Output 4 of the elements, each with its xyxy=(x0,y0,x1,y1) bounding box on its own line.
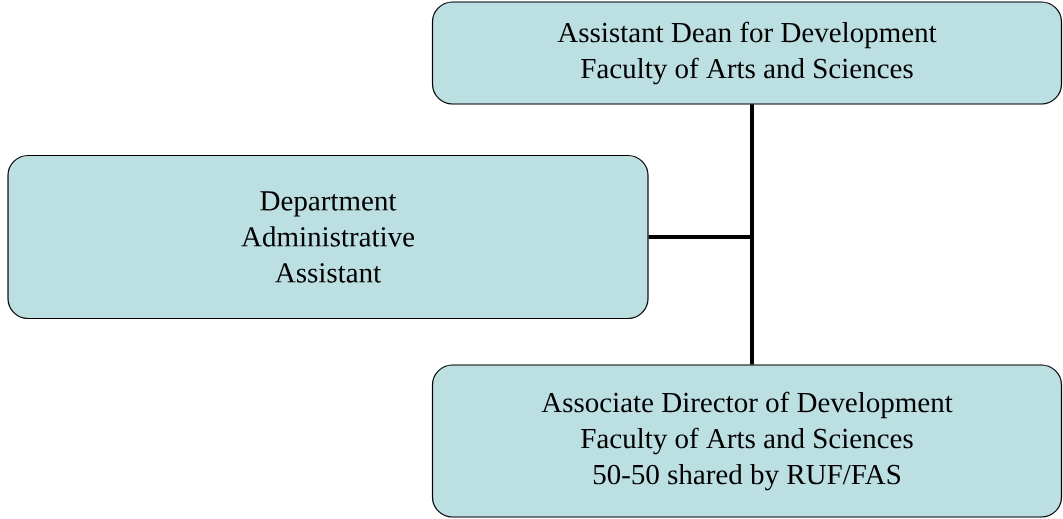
position-box: Associate Director of Development Faculty of Arts and Sciences 50-50 shared by RUF/FAS xyxy=(431,364,1063,518)
position-box: Department Administrative Assistant xyxy=(7,154,649,320)
position-box: Assistant Dean for Development Faculty of Arts and Sciences xyxy=(431,1,1063,105)
connector-line xyxy=(648,104,754,239)
